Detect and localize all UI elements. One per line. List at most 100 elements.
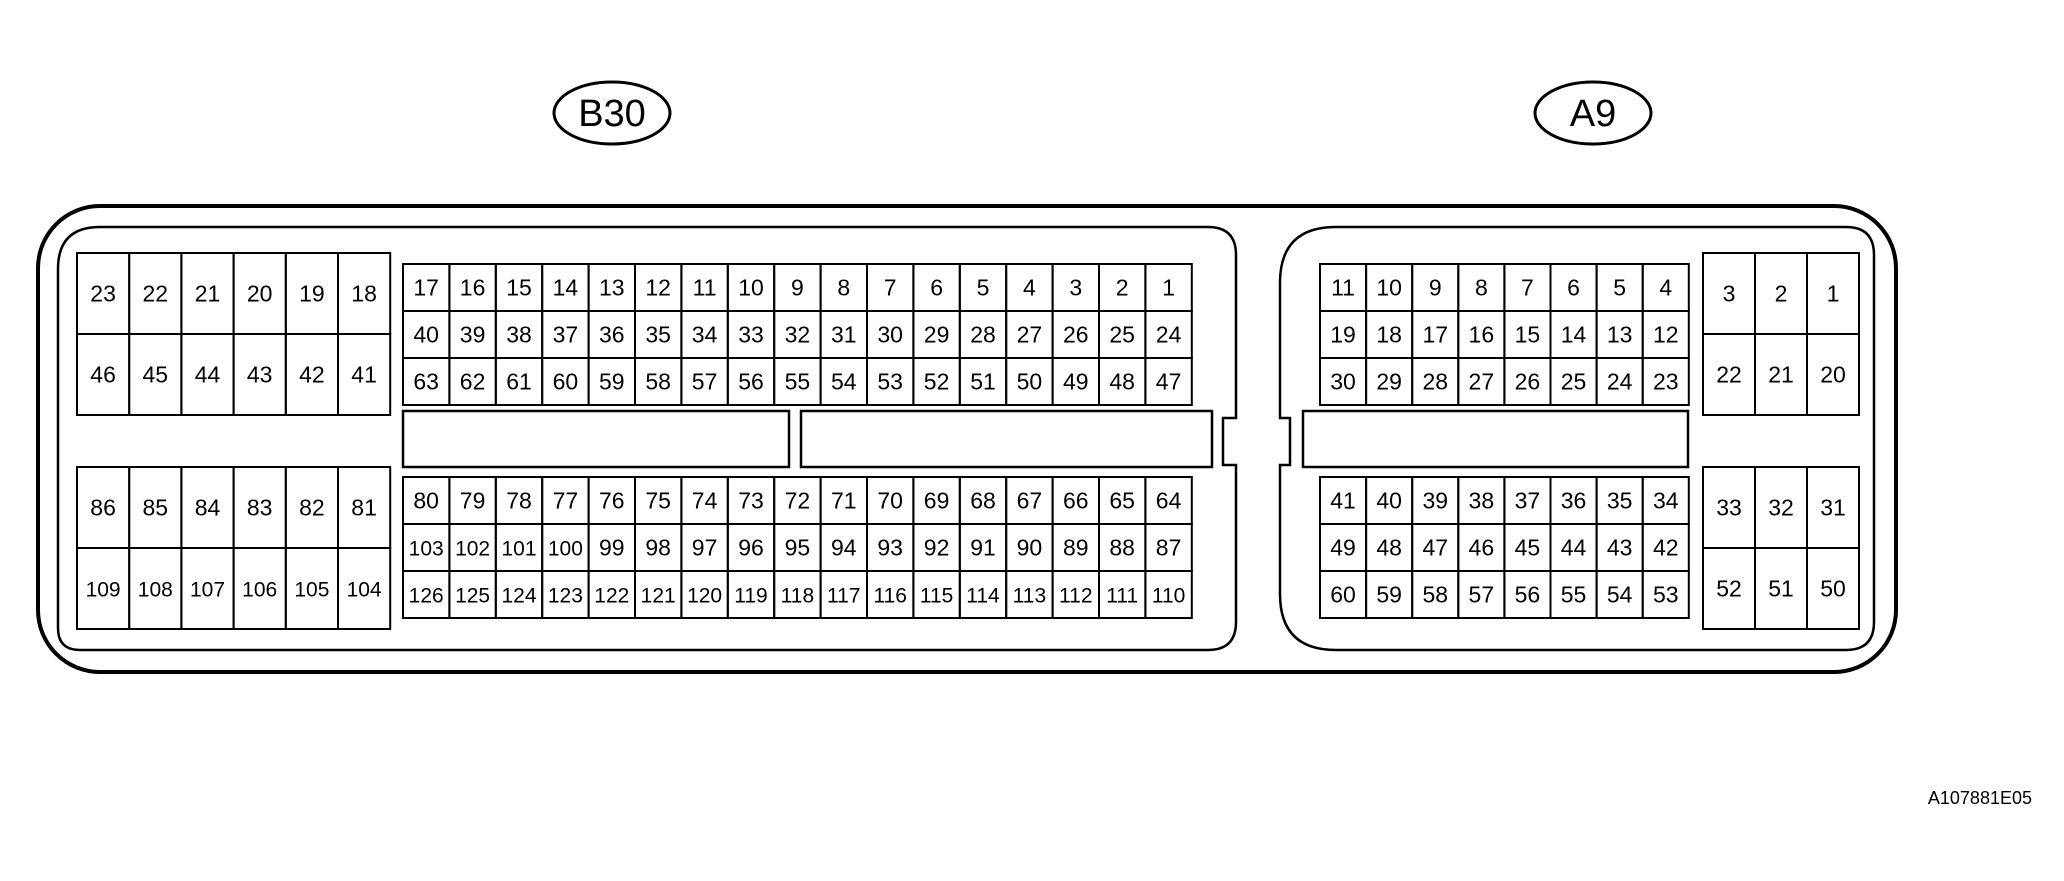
pin-cell [1806, 547, 1860, 630]
pin-number: 43 [1607, 535, 1633, 561]
pin-number: 69 [924, 488, 950, 514]
pin-number: 107 [190, 579, 225, 602]
pin-number: 94 [831, 535, 857, 561]
pin-number: 60 [1330, 582, 1356, 608]
pin-number: 109 [86, 579, 121, 602]
pin-number: 37 [1515, 488, 1541, 514]
pin-number: 25 [1109, 322, 1135, 348]
pin-number: 99 [599, 535, 625, 561]
pin-number: 53 [877, 369, 903, 395]
pin-number: 26 [1063, 322, 1089, 348]
pin-number: 121 [641, 585, 676, 608]
pin-number: 20 [247, 281, 273, 307]
pin-number: 10 [1376, 275, 1402, 301]
pin-number: 2 [1116, 275, 1129, 301]
pin-number: 19 [1330, 322, 1356, 348]
pin-number: 21 [195, 281, 221, 307]
pin-number: 39 [460, 322, 486, 348]
pin-number: 116 [873, 585, 906, 608]
pin-number: 100 [548, 538, 583, 561]
pin-number: 52 [924, 369, 950, 395]
pin-number: 35 [1607, 488, 1633, 514]
pin-number: 12 [645, 275, 671, 301]
pin-cell [1641, 357, 1690, 406]
pin-number: 16 [460, 275, 486, 301]
connector-a9-housing [1278, 225, 1876, 652]
pin-number: 38 [506, 322, 532, 348]
pin-number: 96 [738, 535, 764, 561]
pin-number: 51 [1768, 576, 1794, 602]
pin-number: 63 [413, 369, 439, 395]
figure-reference-code: A107881E05 [1928, 788, 2032, 808]
a9-slot [1301, 409, 1690, 469]
pin-number: 54 [1607, 582, 1633, 608]
pin-number: 36 [599, 322, 625, 348]
pin-number: 13 [1607, 322, 1633, 348]
pin-number: 49 [1330, 535, 1356, 561]
pin-number: 60 [553, 369, 579, 395]
pin-number: 58 [645, 369, 671, 395]
pin-number: 112 [1059, 585, 1092, 608]
pin-number: 114 [966, 585, 1000, 608]
pin-number: 104 [347, 579, 382, 602]
pin-number: 9 [1429, 275, 1442, 301]
pin-number: 38 [1469, 488, 1495, 514]
pin-number: 28 [1422, 369, 1448, 395]
pin-number: 2 [1775, 281, 1788, 307]
pin-number: 39 [1422, 488, 1448, 514]
pin-number: 11 [693, 275, 717, 301]
pin-number: 15 [1515, 322, 1541, 348]
pin-number: 34 [1653, 488, 1679, 514]
pin-number: 43 [247, 362, 273, 388]
pin-number: 40 [1376, 488, 1402, 514]
pin-number: 102 [455, 538, 490, 561]
pin-number: 32 [1768, 495, 1794, 521]
pin-number: 57 [1469, 582, 1495, 608]
pin-number: 84 [195, 495, 221, 521]
pin-number: 53 [1653, 582, 1679, 608]
connector-label-a9-text: A9 [1570, 93, 1616, 135]
pin-number: 119 [734, 585, 767, 608]
pin-number: 4 [1023, 275, 1036, 301]
pin-number: 30 [1330, 369, 1356, 395]
pin-number: 56 [1515, 582, 1541, 608]
pin-number: 14 [1561, 322, 1587, 348]
pin-number: 85 [143, 495, 169, 521]
pin-number: 65 [1109, 488, 1135, 514]
pin-number: 90 [1017, 535, 1043, 561]
pin-number: 22 [1716, 362, 1742, 388]
pin-number: 51 [970, 369, 996, 395]
ecu-housing-outline [36, 204, 1898, 674]
pin-number: 5 [1613, 275, 1626, 301]
pin-number: 31 [831, 322, 857, 348]
pin-cell [1144, 357, 1193, 406]
pin-cell [337, 333, 392, 416]
pin-number: 67 [1017, 488, 1043, 514]
pin-number: 72 [785, 488, 811, 514]
pin-number: 23 [90, 281, 116, 307]
pin-number: 29 [1376, 369, 1402, 395]
pin-number: 48 [1109, 369, 1135, 395]
pin-number: 55 [785, 369, 811, 395]
pin-number: 6 [1567, 275, 1580, 301]
pin-number: 98 [645, 535, 671, 561]
pin-number: 91 [970, 535, 996, 561]
pin-number: 47 [1156, 369, 1182, 395]
pin-number: 11 [1331, 275, 1355, 301]
pin-number: 26 [1515, 369, 1541, 395]
pin-number: 37 [553, 322, 579, 348]
pin-number: 44 [1561, 535, 1587, 561]
pin-number: 80 [413, 488, 439, 514]
pin-number: 59 [1376, 582, 1402, 608]
pin-number: 9 [791, 275, 804, 301]
pin-number: 74 [692, 488, 718, 514]
pin-number: 62 [460, 369, 486, 395]
pin-number: 46 [1469, 535, 1495, 561]
connector-label-b30-text: B30 [578, 93, 646, 135]
b30-slot-left [401, 409, 791, 469]
pin-number: 14 [553, 275, 579, 301]
